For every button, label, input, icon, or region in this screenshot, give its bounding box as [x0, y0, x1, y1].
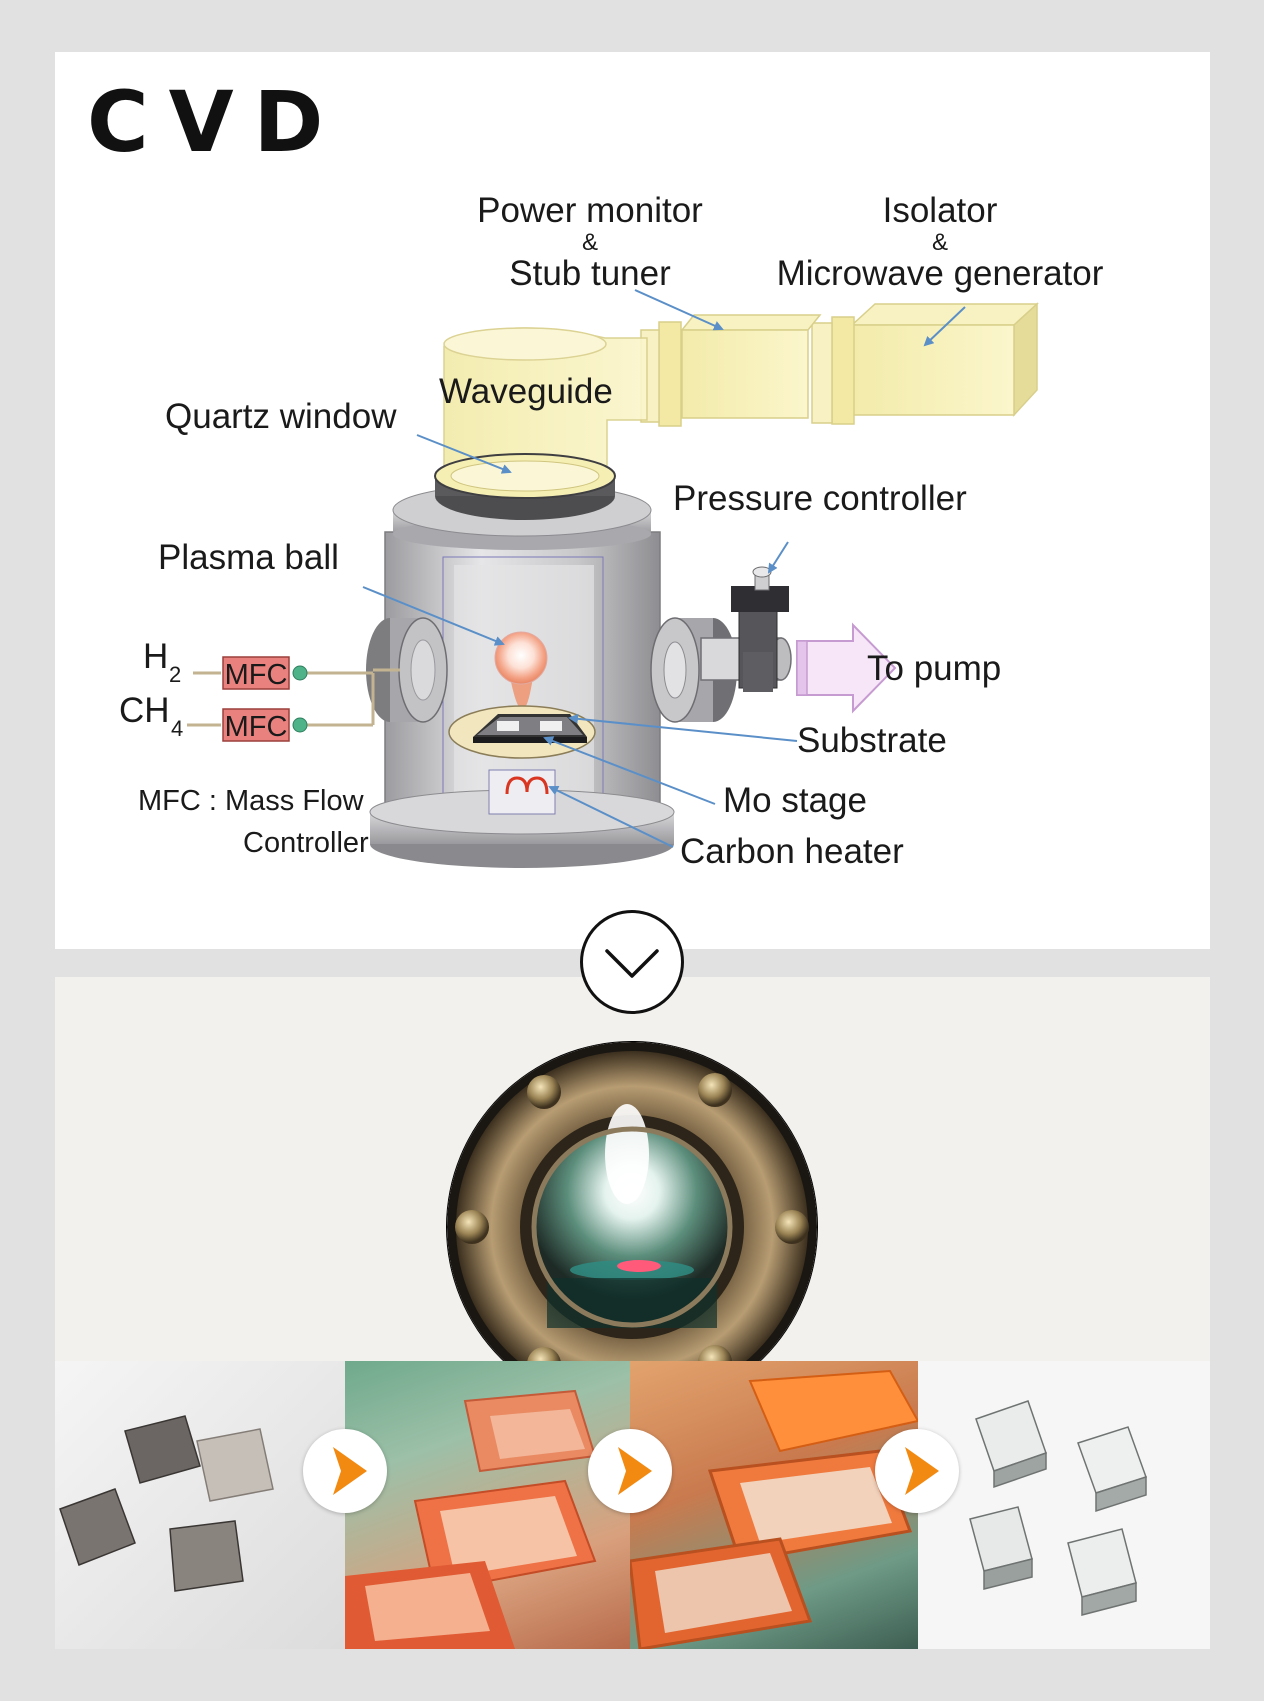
finished-plates-photo: [918, 1361, 1210, 1649]
label-microwave-generator: Microwave generator: [777, 254, 1104, 293]
growth-photo: [345, 1361, 630, 1649]
label-ampersand: &: [932, 229, 948, 256]
stub-tuner-box: [640, 314, 822, 427]
play-arrow-icon: [333, 1447, 367, 1495]
label-power-monitor: Power monitor: [477, 191, 703, 230]
page-title: CVD: [87, 73, 344, 171]
process-panel: [55, 977, 1210, 1649]
label-stub-tuner: Stub tuner: [509, 254, 671, 293]
label-mfc: MFC: [225, 711, 288, 743]
label-h2: H: [143, 637, 168, 676]
mo-stage: [448, 705, 596, 759]
play-arrow-icon: [618, 1447, 652, 1495]
step-arrow-3[interactable]: [875, 1429, 959, 1513]
label-waveguide: Waveguide: [439, 372, 613, 411]
play-arrow-icon: [905, 1447, 939, 1495]
label-carbon-heater: Carbon heater: [680, 832, 904, 871]
label-quartz-window: Quartz window: [165, 397, 397, 436]
label-ampersand: &: [582, 229, 598, 256]
label-plasma-ball: Plasma ball: [158, 538, 339, 577]
label-isolator: Isolator: [883, 191, 998, 230]
label-mo-stage: Mo stage: [723, 781, 867, 820]
isolator-flange: [811, 316, 855, 425]
pressure-controller-valve: [700, 566, 792, 692]
label-ch4-subscript: 4: [171, 716, 183, 741]
carbon-heater: [488, 769, 556, 815]
microwave-generator-box: [850, 302, 1039, 417]
step-arrow-1[interactable]: [303, 1429, 387, 1513]
gas-lines: [187, 668, 400, 727]
diagram-panel: CVD: [55, 52, 1210, 949]
pointer-arrows: [362, 289, 966, 848]
plasma-ball: [494, 631, 548, 710]
label-mfc: MFC: [225, 659, 288, 691]
label-to-pump: To pump: [867, 649, 1001, 688]
label-mfc-legend: Controller: [243, 827, 369, 859]
label-h2-subscript: 2: [169, 662, 181, 687]
chevron-down-icon: [605, 949, 659, 978]
label-pressure-controller: Pressure controller: [673, 479, 967, 518]
label-substrate: Substrate: [797, 721, 947, 760]
step-arrow-2[interactable]: [588, 1429, 672, 1513]
mfc-unit: [222, 656, 308, 742]
grown-diamond-photo: [630, 1361, 918, 1649]
chamber-viewport-photo: [447, 1042, 817, 1412]
scroll-down-button[interactable]: [580, 910, 684, 1014]
cvd-reactor-diagram: Power monitor & Stub tuner Isolator & Mi…: [119, 191, 1104, 871]
seed-plates-photo: [55, 1361, 345, 1649]
label-ch4: CH: [119, 691, 170, 730]
label-mfc-legend: MFC : Mass Flow: [138, 785, 365, 817]
process-photos: [55, 1361, 1210, 1649]
